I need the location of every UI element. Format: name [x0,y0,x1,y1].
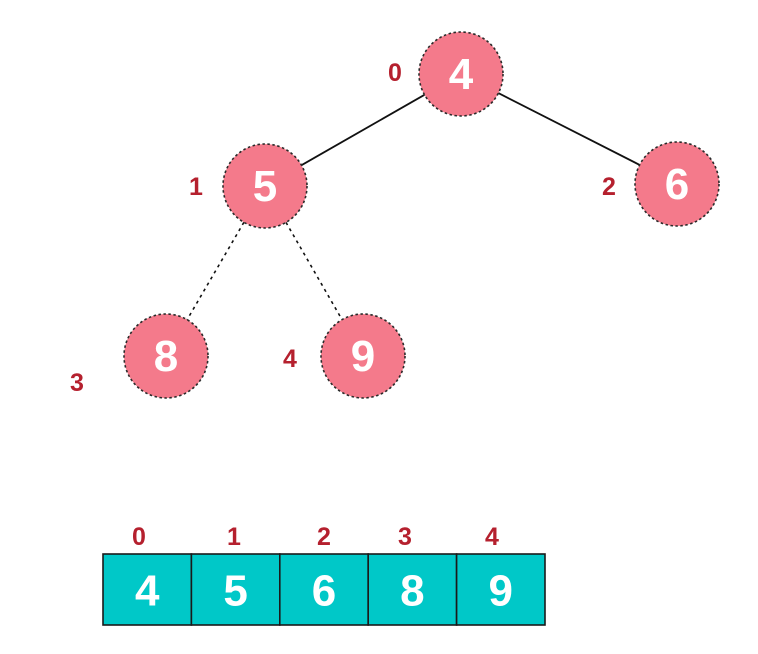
tree-node-circle [320,313,406,399]
array-cell: 83 [367,523,458,626]
tree-node: 40 [388,31,504,117]
array-cell-value: 9 [489,567,513,616]
tree-node-circle [418,31,504,117]
tree-edges [186,92,641,321]
tree-node-circle [634,141,720,227]
array-cell: 62 [278,523,369,626]
tree-node: 62 [602,141,720,227]
tree-node-value: 9 [351,332,375,381]
array-cell-box [190,553,281,626]
array-cell-index: 4 [485,523,499,551]
array-cell-index: 2 [317,523,331,551]
tree-node-index: 2 [602,173,616,201]
tree-node-circle [222,143,308,229]
tree-edge-n0-n1 [301,94,425,166]
array-cell-value: 8 [400,567,424,616]
tree-node-value: 5 [253,162,277,211]
array-cell-value: 6 [312,567,336,616]
tree-edge-n0-n2 [497,92,641,166]
array-cell: 51 [190,523,281,626]
tree-node-circle [123,313,209,399]
tree-node: 51 [189,143,308,229]
array-cell-value: 4 [135,567,160,616]
tree-node: 83 [70,313,209,399]
tree-node-value: 4 [449,50,474,99]
tree-node-index: 3 [70,369,84,397]
array-cell-index: 1 [227,523,241,551]
array-cell-index: 3 [398,523,412,551]
tree-edge-n1-n4 [285,222,343,320]
array-cell: 94 [455,523,546,626]
tree-edge-n1-n3 [186,221,245,321]
array-cell: 40 [102,523,193,626]
tree-node-value: 6 [665,160,689,209]
tree-node-index: 0 [388,59,402,87]
tree-node-value: 8 [154,332,178,381]
array-cell-box [455,553,546,626]
tree-node-index: 1 [189,173,203,201]
tree-node: 94 [283,313,406,399]
array-cell-index: 0 [132,523,146,551]
tree-node-index: 4 [283,345,297,373]
array-cell-value: 5 [223,567,247,616]
